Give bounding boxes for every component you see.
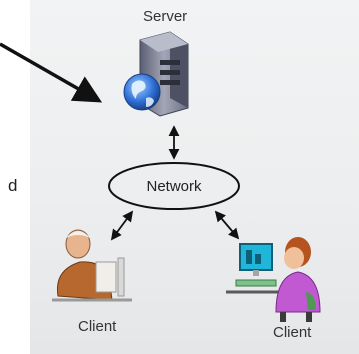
network-client-left-link (110, 210, 134, 241)
network-client-right-link (214, 210, 240, 240)
network-label: Network (146, 178, 202, 195)
client-right-label: Client (273, 324, 312, 341)
client-left-label: Client (78, 318, 117, 335)
client-left-icon (52, 229, 132, 302)
server-label: Server (143, 8, 188, 25)
server-icon (123, 31, 189, 117)
pointer-arrow (0, 42, 103, 103)
client-right-icon (226, 237, 321, 322)
cropped-edge-text: d (8, 176, 18, 195)
network-node (108, 162, 240, 210)
